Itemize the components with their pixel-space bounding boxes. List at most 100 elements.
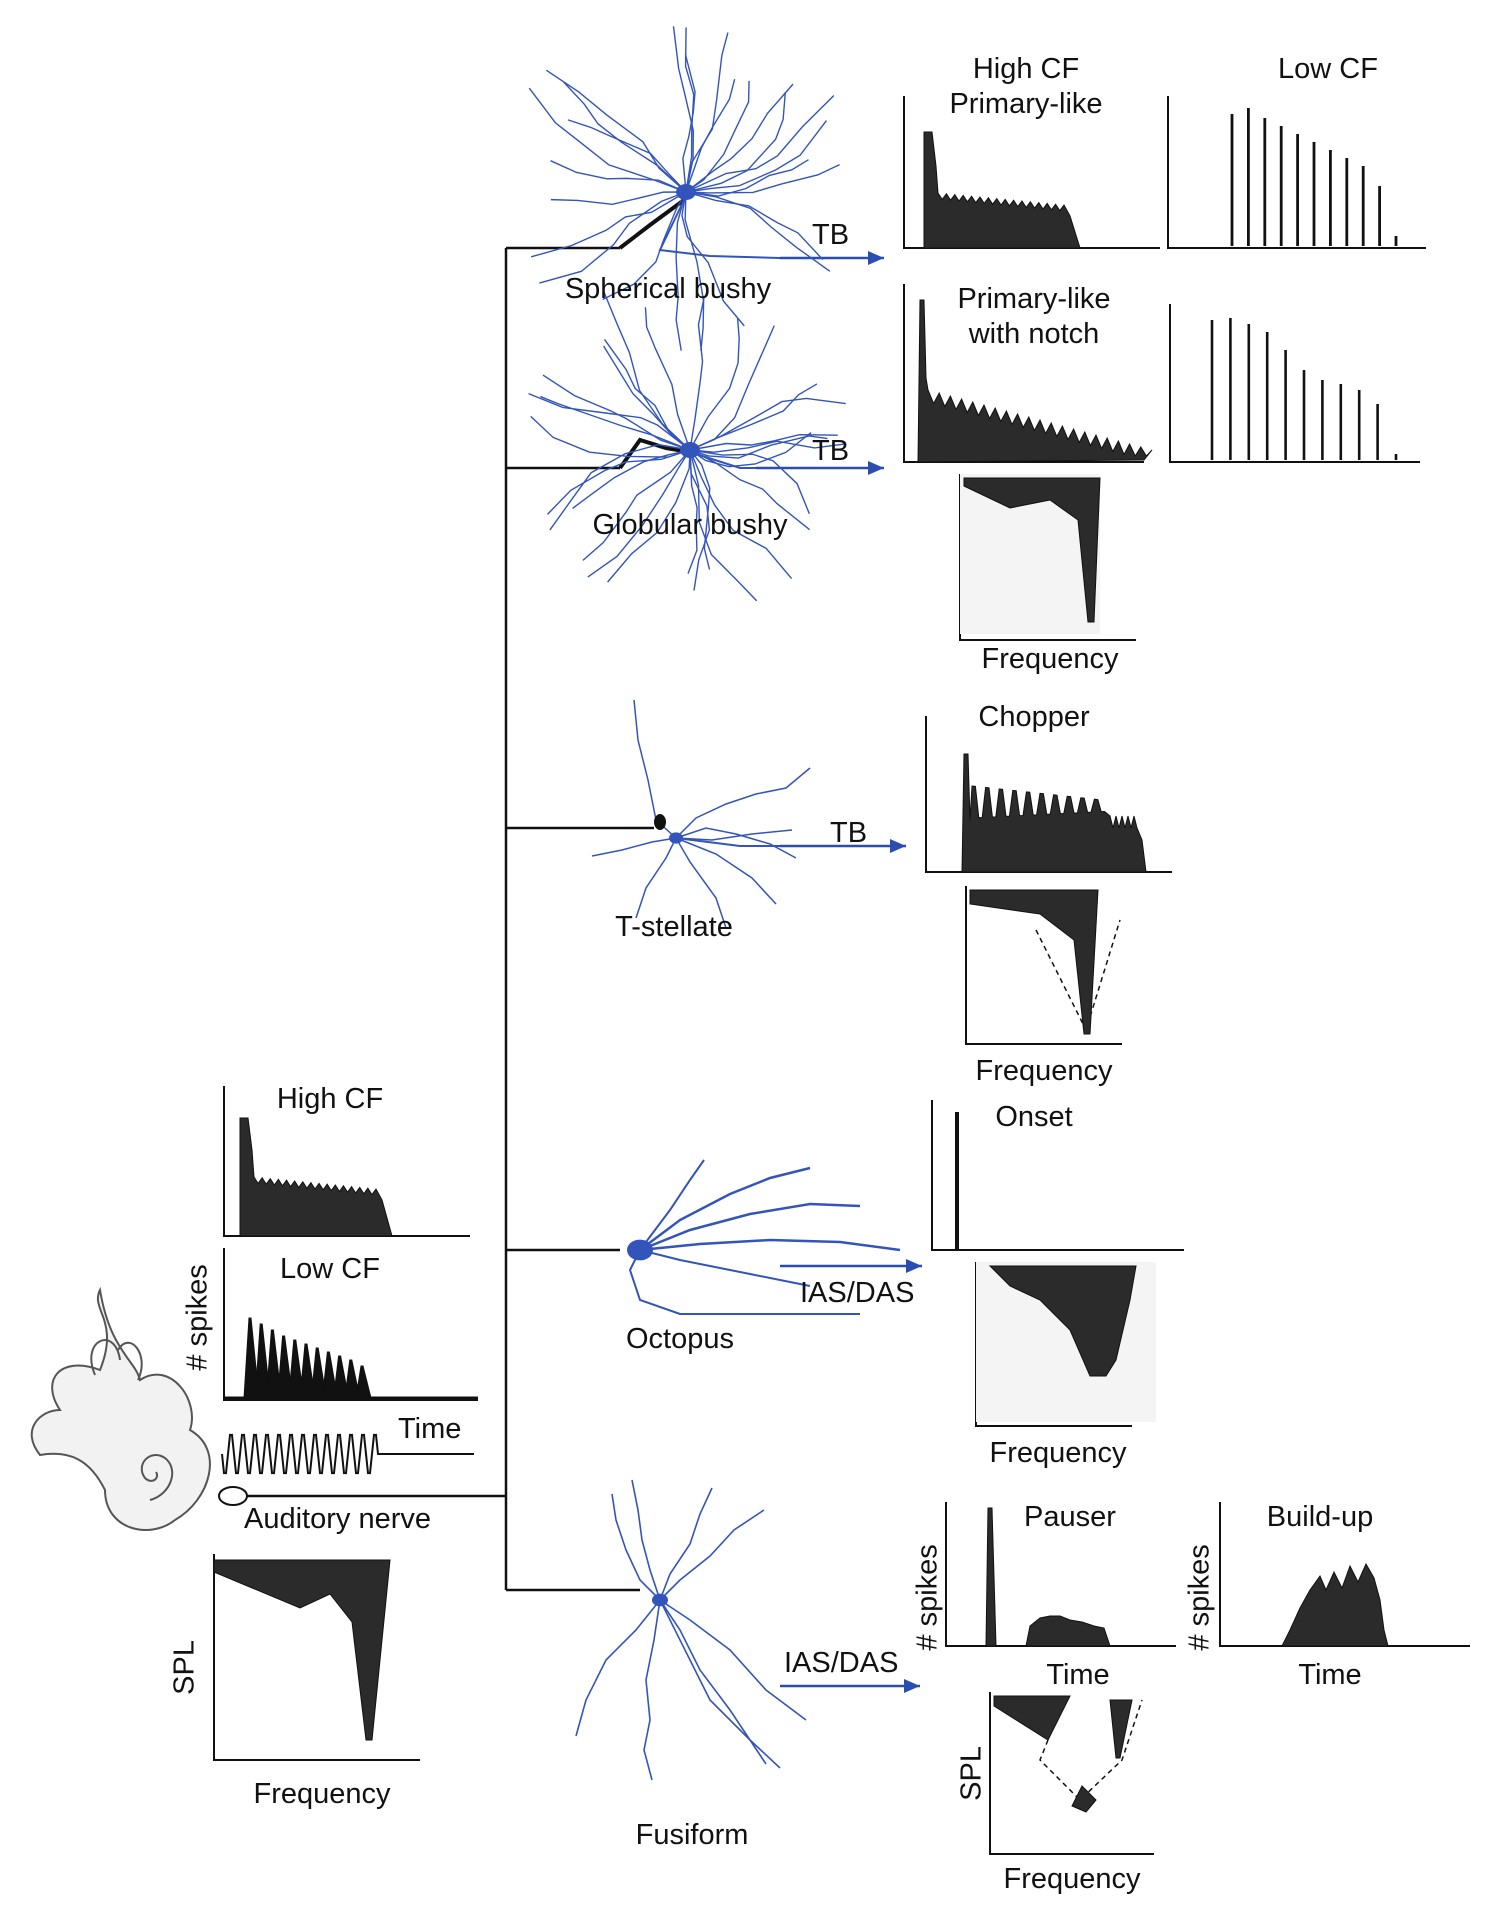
spherical-bushy-neuron-dendrite	[685, 83, 794, 193]
globular-bushy-neuron	[528, 290, 846, 602]
octopus-tuning-curve	[988, 1265, 1137, 1377]
spherical-bushy-neuron-dendrite	[562, 81, 687, 193]
globular-bushy-neuron-dendrite	[549, 443, 691, 531]
axes-layer	[213, 96, 1470, 1855]
globular-axon	[689, 451, 756, 469]
tstellate-neuron-dendrite	[675, 837, 777, 905]
tstellate-tuning-axes	[965, 886, 1122, 1045]
fusiform-ias-das-arrow-head	[904, 1679, 920, 1693]
pauser-time-label: Time	[1046, 1659, 1110, 1691]
spherical-bushy-neuron-dendrite	[685, 120, 828, 193]
spherical-low-cf-comb-spike	[1247, 108, 1250, 246]
globular-low-cf-comb-spike	[1394, 454, 1398, 460]
an-time-label: Time	[398, 1413, 462, 1445]
output-label-spherical: TB	[812, 219, 850, 251]
fusiform-tuning-dashed	[1039, 1699, 1143, 1802]
globular-low-cf-comb-spike	[1357, 390, 1361, 460]
spherical-low-cf-comb-spike	[1296, 134, 1299, 246]
onset-spike	[955, 1112, 959, 1250]
spherical-bushy-neuron-dendrite	[567, 119, 687, 193]
spherical-bushy-neuron-dendrite	[539, 191, 687, 284]
globular-low-cf-comb-spike	[1302, 370, 1306, 460]
cochlea-icon	[30, 1286, 211, 1531]
spherical-low-cf-comb-spike	[1378, 186, 1381, 246]
fusiform-neuron-dendrite	[659, 1599, 807, 1721]
globular-bushy-neuron-dendrite	[587, 449, 691, 578]
tstellate-neuron-dendrite	[675, 767, 811, 839]
spherical-low-cf-title: Low CF	[1278, 53, 1378, 85]
fusiform-tuning-curve-a	[993, 1695, 1071, 1741]
globular-frequency-label: Frequency	[981, 643, 1119, 675]
globular-bushy-neuron-dendrite	[689, 449, 811, 531]
fusiform-frequency-label: Frequency	[1003, 1863, 1141, 1895]
tstellate-neuron-dendrite	[675, 829, 793, 841]
globular-low-cf-comb-spike	[1321, 380, 1324, 460]
tstellate-neuron	[591, 699, 811, 929]
fusiform-neuron-dendrite	[575, 1599, 661, 1737]
tstellate-neuron-soma	[669, 832, 683, 844]
buildup-spikes-label: # spikes	[1183, 1544, 1216, 1651]
spiral-ganglion-node	[218, 1486, 248, 1506]
output-label-octopus: IAS/DAS	[800, 1277, 915, 1309]
cell-label-spherical-bushy: Spherical bushy	[564, 273, 772, 305]
octopus-neuron-dendrite	[639, 1166, 811, 1251]
spherical-low-cf-comb-spike	[1394, 236, 1398, 246]
fusiform-neuron-dendrite	[611, 1493, 661, 1601]
pauser-onset	[985, 1507, 997, 1647]
an-low-cf-title: Low CF	[280, 1253, 380, 1285]
fusiform-neuron-soma	[652, 1593, 668, 1607]
an-high-cf-psth	[239, 1117, 393, 1237]
globular-low-cf-comb-spike	[1376, 404, 1379, 460]
pauser-title: Pauser	[1024, 1501, 1116, 1533]
globular-bushy-neuron-dendrite	[689, 449, 810, 514]
octopus-neuron-dendrite	[639, 1249, 811, 1287]
an-tuning-axes	[213, 1554, 420, 1761]
spherical-bushy-neuron-dendrite	[685, 159, 809, 197]
cell-label-fusiform: Fusiform	[635, 1819, 749, 1851]
spherical-bushy-neuron-dendrite	[528, 87, 687, 193]
spherical-low-cf-comb-spike	[1230, 114, 1234, 246]
tstellate-frequency-label: Frequency	[975, 1055, 1113, 1087]
octopus-neuron-soma	[627, 1239, 653, 1261]
pathway-lines	[218, 198, 922, 1693]
an-low-cf-spike	[355, 1365, 372, 1399]
globular-low-cf-comb-spike	[1247, 324, 1251, 460]
onset-axes	[931, 1100, 1184, 1251]
globular-low-cf-comb-spike	[1265, 332, 1269, 460]
fusiform-tuning-curve-c	[1071, 1785, 1097, 1813]
globular-low-cf-comb-spike	[1284, 350, 1287, 460]
globular-bushy-neuron-dendrite	[689, 397, 846, 451]
spherical-bushy-neuron-dendrite	[682, 54, 696, 193]
globular-bushy-neuron-dendrite	[689, 449, 711, 570]
globular-tb-arrow-head	[868, 461, 884, 475]
globular-bushy-neuron-dendrite	[607, 449, 691, 583]
globular-tuning-curve	[963, 477, 1101, 623]
spherical-bushy-neuron-soma	[676, 184, 696, 200]
neurons-layer	[528, 26, 901, 1781]
tstellate-tuning-curve	[969, 889, 1099, 1035]
spherical-bushy-neuron-dendrite	[685, 94, 835, 193]
globular-bushy-neuron-dendrite	[572, 449, 691, 509]
spherical-low-cf-comb-spike	[1279, 126, 1283, 246]
octopus-neuron-dendrite	[628, 1249, 860, 1315]
octopus-frequency-label: Frequency	[989, 1437, 1127, 1469]
response-fills	[213, 108, 1398, 1813]
pauser-spikes-label: # spikes	[911, 1544, 944, 1651]
fusiform-neuron-dendrite	[659, 1599, 781, 1769]
spherical-low-cf-comb-spike	[1263, 118, 1267, 246]
tstellate-neuron-dendrite	[675, 837, 727, 929]
fusiform-neuron-dendrite	[643, 1599, 661, 1781]
spherical-bushy-neuron-dendrite	[550, 160, 687, 193]
spherical-high-cf-title: High CF Primary-like	[949, 53, 1103, 120]
tstellate-neuron-dendrite	[633, 699, 677, 839]
spherical-low-cf-comb-spike	[1312, 142, 1316, 246]
globular-bushy-neuron-dendrite	[689, 449, 711, 591]
globular-bushy-neuron-dendrite	[603, 339, 691, 451]
octopus-neuron-dendrite	[639, 1238, 901, 1252]
spherical-input-fiber	[618, 198, 686, 250]
spherical-bushy-neuron-dendrite	[675, 191, 687, 351]
globular-bushy-neuron-dendrite	[687, 449, 698, 574]
spherical-low-cf-axes	[1167, 96, 1426, 249]
semicircular-canals	[90, 1339, 143, 1381]
fusiform-neuron-dendrite	[659, 1509, 765, 1601]
